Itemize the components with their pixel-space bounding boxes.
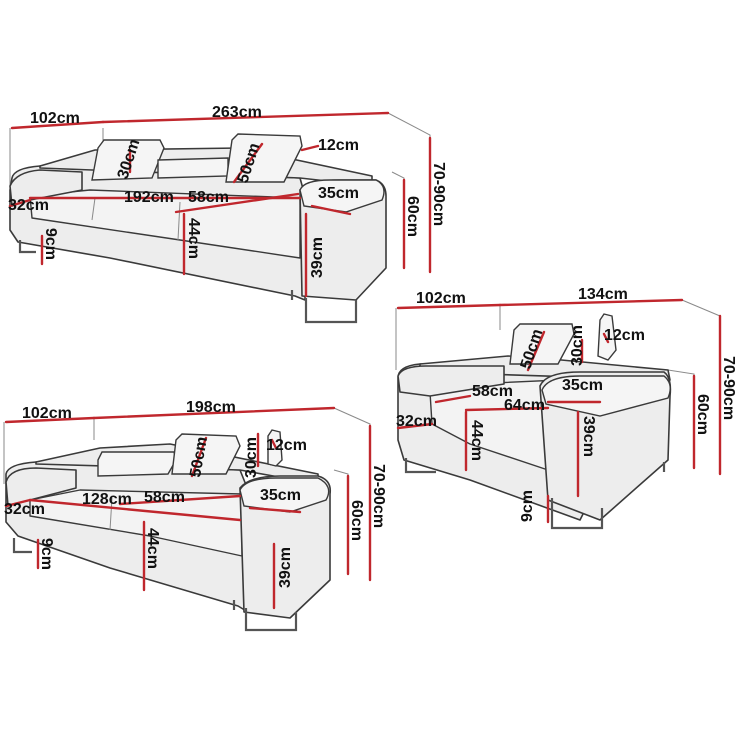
armchair-arm-left [397,365,505,397]
sofa2-seat-height-label: 44cm [144,528,161,569]
sofa-3-headrest-right [225,133,303,183]
armchair-arm-top [541,375,671,417]
sofa2-armrest-width-label: 35cm [260,487,301,504]
armchair-arm-left-label: 32cm [396,413,437,430]
armchair-back-height-label: 60cm [694,394,711,435]
sofa-2-seater: 102cm 198cm 30cm 50cm 12cm 35cm 32cm 128… [3,399,387,632]
sofa2-arm-height-label: 39cm [277,547,294,588]
sofa-3-seat [29,189,301,259]
sofa2-width-label: 198cm [186,399,236,416]
sofa3-leg-height-label: 9cm [42,228,59,260]
sofa2-headrest-width-label: 50cm [187,435,211,478]
sofa2-seat-width-label: 128cm [82,491,132,508]
sofa2-back-height-label: 60cm [348,500,365,541]
sofa3-total-height-label: 70-90cm [430,162,447,226]
armchair-seat-height-label: 44cm [468,420,485,461]
armchair-armrest-width-label: 35cm [562,377,603,394]
sofa-2-arm-top [239,477,330,513]
armchair-headrest-height-label: 30cm [569,325,586,366]
sofa2-headrest-height-label: 30cm [243,437,260,478]
sofa2-leg-height-label: 9cm [38,538,55,570]
sofa3-seat-depth-label: 58cm [188,189,229,206]
armchair-seat-width-label: 64cm [504,397,545,414]
sofa-2-arm-right [239,475,332,619]
sofa-2-headrest-left [97,451,177,477]
sofa2-arm-left-label: 32cm [4,501,45,518]
sofa3-armrest-width-label: 35cm [318,185,359,202]
sofa3-headrest-depth-label: 12cm [318,137,359,154]
armchair-headrest-right [597,313,617,361]
sofa3-seat-width-label: 192cm [124,189,174,206]
armchair: 102cm 134cm 30cm 50cm 12cm 35cm 32cm 58c… [395,286,736,530]
sofa2-seat-depth-label: 58cm [144,489,185,506]
sofa3-seat-height-label: 44cm [185,218,202,259]
sofa-2-arm-left [5,467,77,507]
armchair-total-height-label: 70-90cm [720,356,736,420]
armchair-headrest-left [509,323,575,365]
sofa-3-arm-left [9,169,83,207]
armchair-seat-depth-label: 58cm [472,383,513,400]
sofa-3-arm-top [299,179,385,213]
sofa-3-headrest-center [157,157,229,179]
sofa3-arm-height-label: 39cm [309,237,326,278]
armchair-leg-height-label: 9cm [519,490,536,522]
armchair-depth-label: 102cm [416,290,466,307]
sofa3-arm-left-label: 32cm [8,197,49,214]
sofa3-depth-label: 102cm [30,110,80,127]
sofa3-back-height-label: 60cm [404,196,421,237]
sofa3-width-label: 263cm [212,104,262,121]
armchair-headrest-depth-label: 12cm [604,327,645,344]
sofa2-total-height-label: 70-90cm [370,464,387,528]
sofa2-depth-label: 102cm [22,405,72,422]
sofa-2-headrest-center [171,433,241,475]
sofa2-headrest-depth-label: 12cm [266,437,307,454]
armchair-arm-height-label: 39cm [580,416,597,457]
sofa-3-seater: 102cm 263cm 30cm 50cm 12cm 35cm 32cm 192… [8,104,447,324]
armchair-width-label: 134cm [578,286,628,303]
sofa-3-headrest-left [91,139,165,181]
